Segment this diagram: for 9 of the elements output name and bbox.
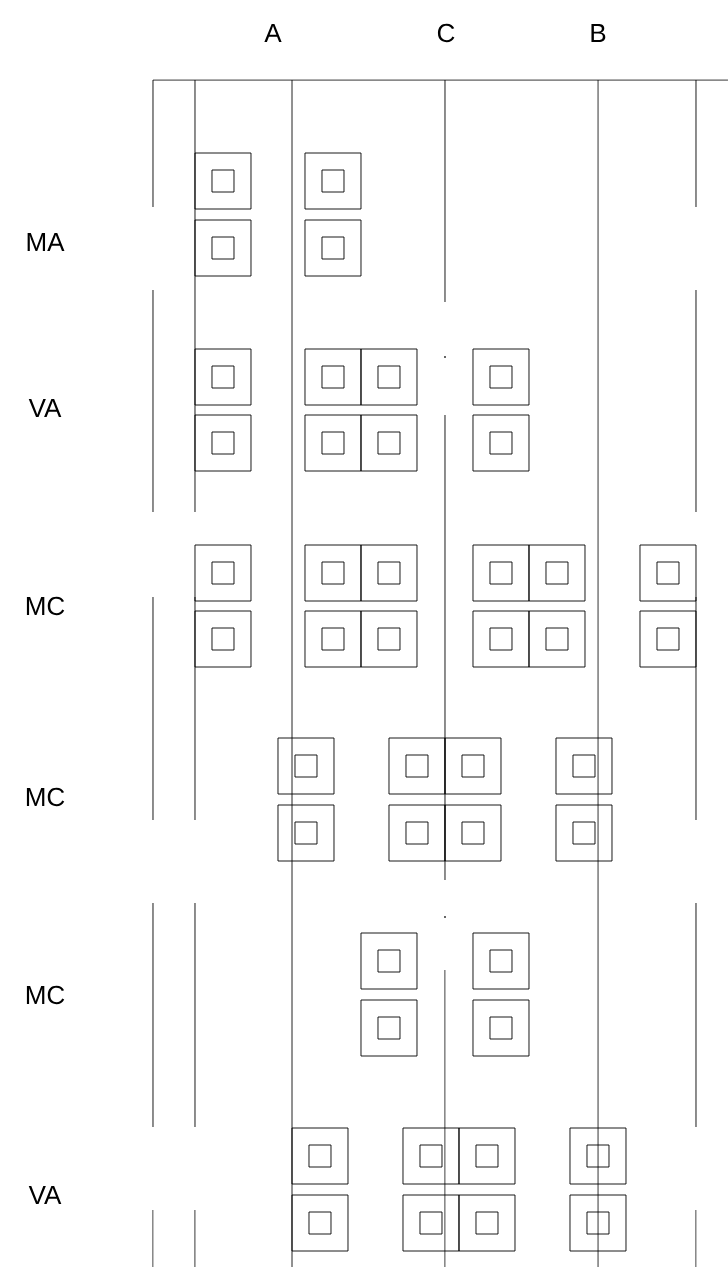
column-label: C [437,23,455,43]
row-label: VA [28,1186,62,1204]
row-label: MC [26,787,65,807]
column-label: B [591,24,606,42]
row-label: VA [28,399,62,417]
row-label: MC [26,985,65,1005]
column-label: A [264,24,282,42]
row-label: MA [27,233,65,251]
row-label: MC [26,596,65,616]
